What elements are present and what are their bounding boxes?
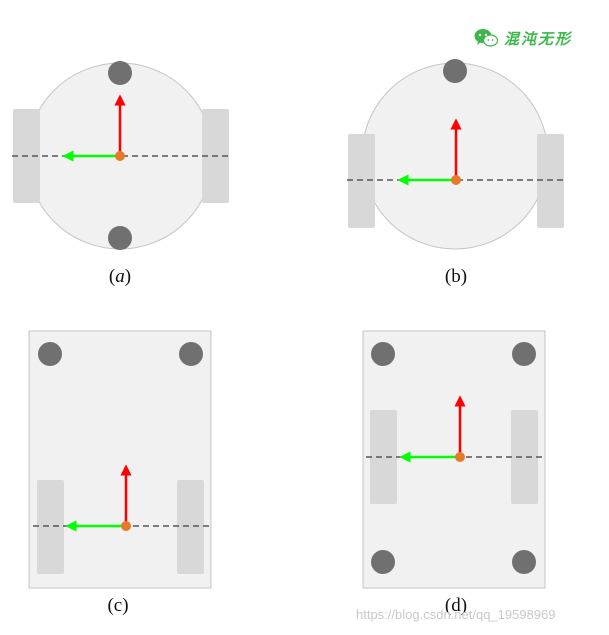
robot-b-left-wheel bbox=[348, 134, 375, 228]
robot-b bbox=[347, 59, 565, 250]
robot-d-right-wheel bbox=[511, 410, 538, 504]
robot-d-left-wheel bbox=[370, 410, 397, 504]
robot-a-origin-point bbox=[115, 151, 125, 161]
caption-a: (a) bbox=[108, 266, 132, 287]
robot-b-front-caster bbox=[443, 59, 467, 83]
caption-b: (b) bbox=[444, 266, 468, 287]
robot-c-front-right-caster bbox=[179, 342, 203, 366]
robot-b-right-wheel bbox=[537, 134, 564, 228]
wechat-icon bbox=[474, 29, 498, 47]
watermark-url: https://blog.csdn.net/qq_19598969 bbox=[356, 607, 556, 622]
robot-c-front-left-caster bbox=[38, 342, 62, 366]
robot-c-origin-point bbox=[121, 521, 131, 531]
robot-a-rear-caster bbox=[108, 226, 132, 250]
robot-d bbox=[362, 330, 546, 589]
robot-d-origin-point bbox=[455, 452, 465, 462]
robot-a bbox=[12, 61, 230, 250]
robot-d-front-right-caster bbox=[512, 342, 536, 366]
caption-a-letter: a bbox=[115, 266, 125, 287]
robot-c-right-wheel bbox=[177, 480, 204, 574]
robot-c bbox=[28, 330, 212, 589]
caption-c: (c) bbox=[107, 595, 129, 616]
robot-d-rear-left-caster bbox=[371, 550, 395, 574]
robot-c-left-wheel bbox=[37, 480, 64, 574]
robot-b-origin-point bbox=[451, 175, 461, 185]
brand-text: 混沌无形 bbox=[504, 29, 573, 48]
caption-d: (d) bbox=[444, 595, 468, 616]
brand-logo: 混沌无形 bbox=[474, 27, 572, 49]
robot-d-front-left-caster bbox=[371, 342, 395, 366]
robot-d-rear-right-caster bbox=[512, 550, 536, 574]
robot-a-front-caster bbox=[108, 61, 132, 85]
